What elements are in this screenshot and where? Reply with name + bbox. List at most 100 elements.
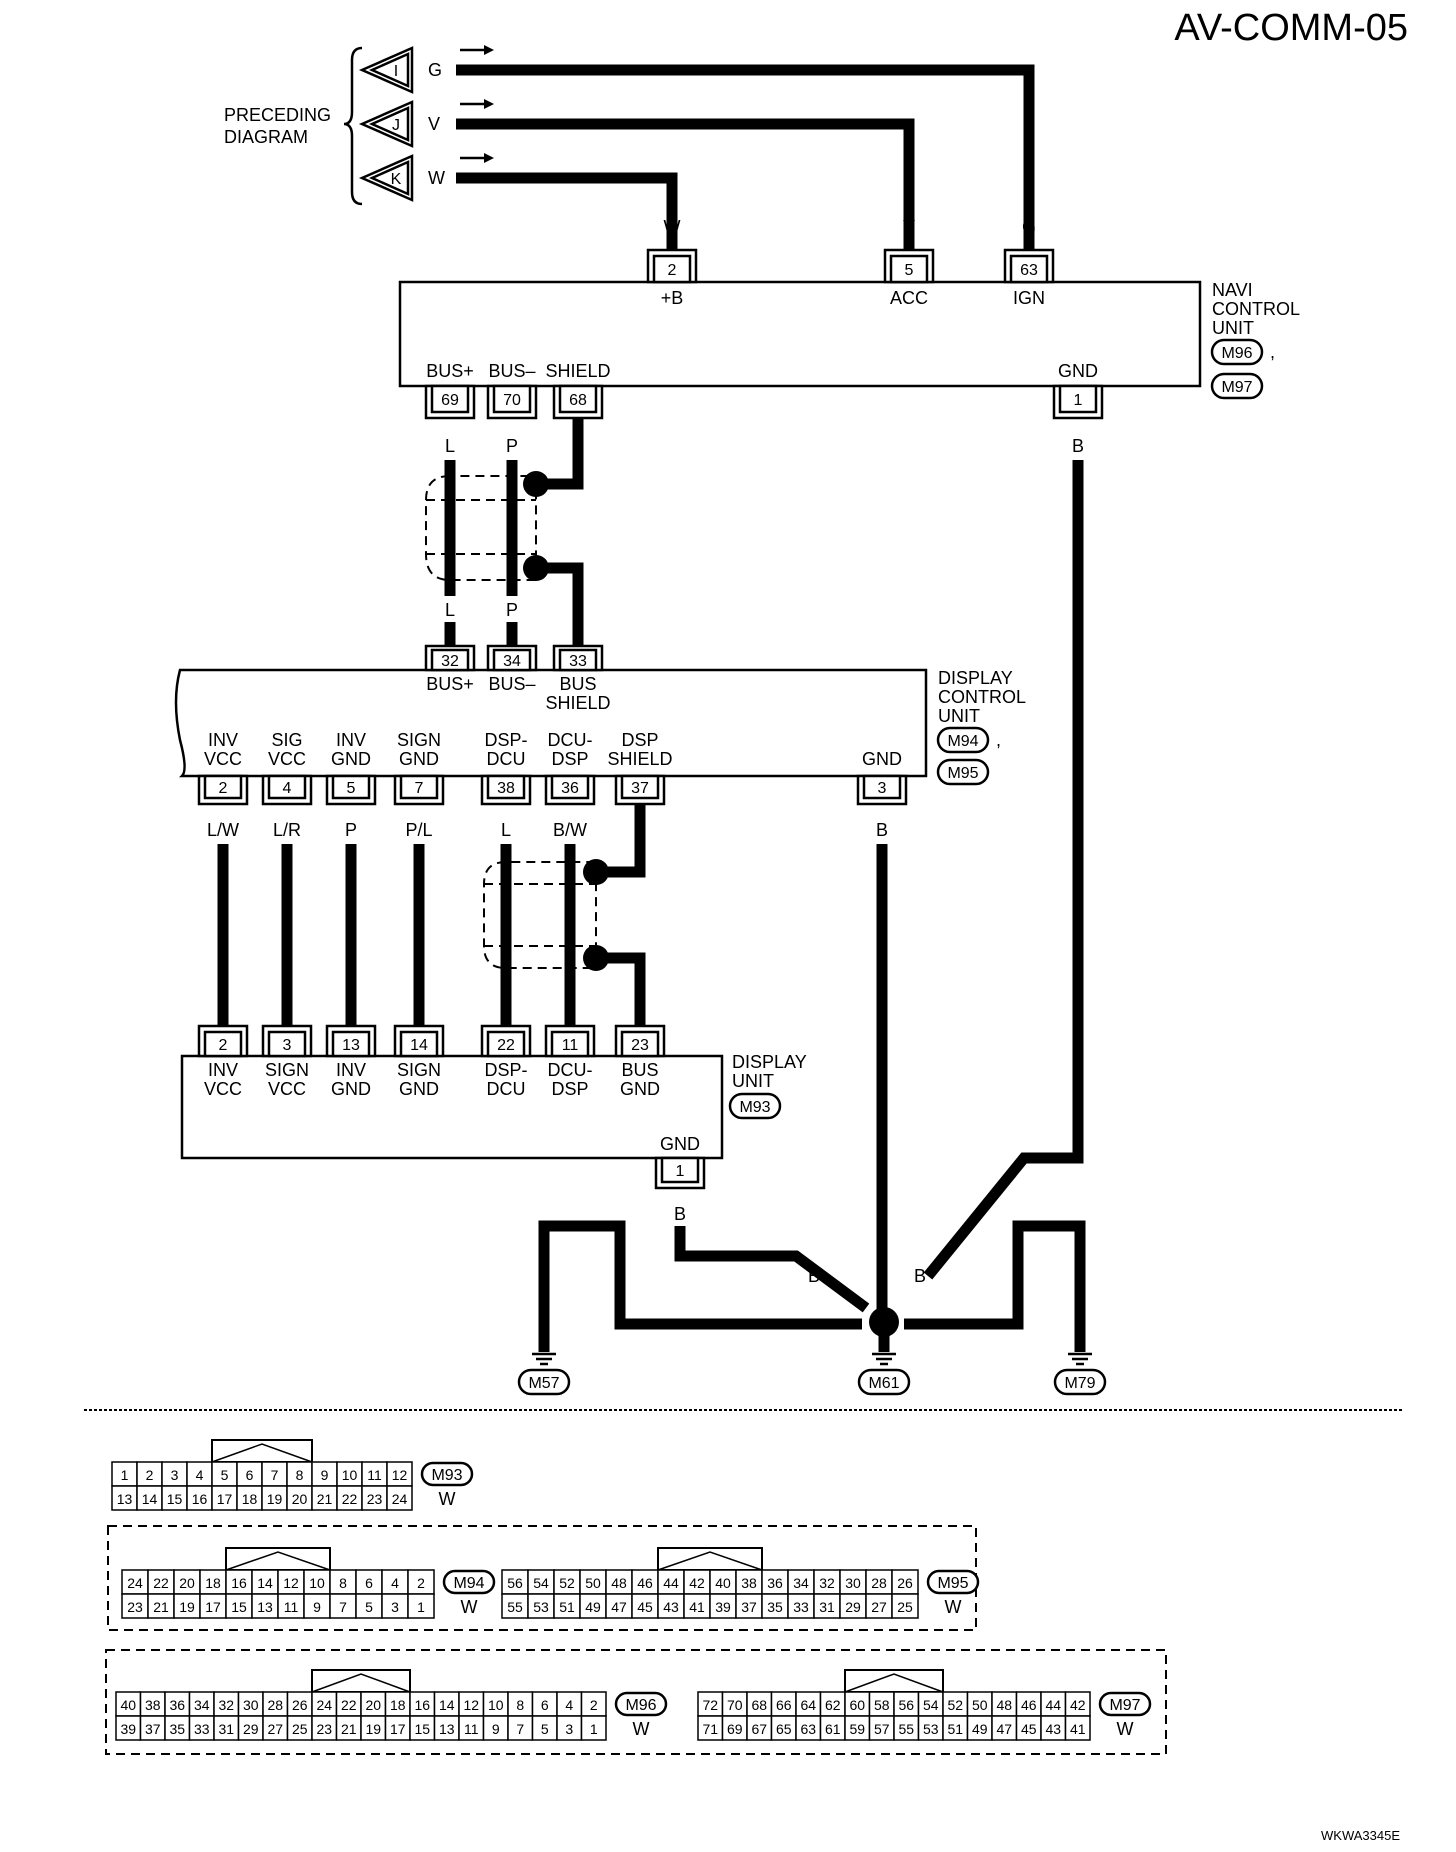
du-pin-2[interactable]: 2: [197, 1024, 249, 1058]
dcu-pin-34-name: BUS–: [488, 674, 535, 694]
connector-cavity: [631, 1569, 659, 1595]
connector-cavity-number: 4: [391, 1575, 399, 1591]
dcu-pin-37[interactable]: 37: [614, 774, 666, 806]
navi-name-line-3: UNIT: [1212, 318, 1254, 338]
connector-cavity: [277, 1593, 305, 1619]
navi-pin-63[interactable]: 63: [1003, 248, 1055, 284]
navi-pin-1[interactable]: 1: [1052, 384, 1104, 420]
connector-cavity-number: 9: [321, 1467, 329, 1483]
connector-cavity-number: 1: [417, 1599, 425, 1615]
ref-letter-j: J: [392, 117, 400, 134]
display-unit-box: [180, 1054, 724, 1160]
dcu-pin-3-num: 3: [878, 780, 887, 797]
navi-pin-2[interactable]: 2: [646, 248, 698, 284]
connector-tag-separator-dcu: ,: [996, 730, 1001, 750]
connector-cavity-number: 55: [898, 1721, 914, 1737]
du-pin-1[interactable]: 1: [654, 1156, 706, 1190]
wire-color-g: G: [1022, 217, 1036, 237]
navi-pin-69[interactable]: 69: [424, 384, 476, 420]
connector-tag-m95[interactable]: [936, 758, 990, 786]
ground-tag-m57[interactable]: [517, 1368, 571, 1396]
du-pin-13-name-1: INV: [336, 1060, 366, 1080]
dcu-pin-36-num: 36: [561, 780, 579, 797]
connector-cavity-number: 53: [923, 1721, 939, 1737]
du-pin-23[interactable]: 23: [614, 1024, 666, 1058]
connector-cavity: [225, 1593, 253, 1619]
ground-tag-m61[interactable]: [857, 1368, 911, 1396]
preceding-ref-j[interactable]: J V: [358, 100, 440, 148]
dcu-pin-32[interactable]: 32: [424, 644, 476, 672]
dcu-pin-2[interactable]: 2: [197, 774, 249, 806]
connector-cavity-number: 14: [142, 1491, 158, 1507]
preceding-ref-k[interactable]: K W: [358, 154, 445, 202]
connector-cavity: [386, 1461, 413, 1487]
connector-cavity-number: 28: [871, 1575, 887, 1591]
gnd-label-b-3: B: [808, 1266, 820, 1286]
connector-cavity-number: 12: [392, 1467, 408, 1483]
connector-cavity: [329, 1593, 357, 1619]
du-pin-3[interactable]: 3: [261, 1024, 313, 1058]
connector-cavity-number: 59: [849, 1721, 865, 1737]
connector-cavity: [213, 1715, 240, 1741]
dcu-pin-5[interactable]: 5: [325, 774, 377, 806]
figure-id: WKWA3345E: [1321, 1828, 1400, 1843]
connector-cavity-number: 2: [146, 1467, 154, 1483]
preceding-ref-i[interactable]: I G: [358, 46, 442, 94]
wire-color-lr: L/R: [273, 820, 301, 840]
navi-pin-68[interactable]: 68: [552, 384, 604, 420]
navi-unit-box: [398, 280, 1202, 388]
connector-tag-m93[interactable]: [728, 1092, 782, 1120]
connector-cavity-number: 24: [127, 1575, 143, 1591]
connector-cavity-number: 21: [317, 1491, 333, 1507]
connector-cavity-number: 7: [271, 1467, 279, 1483]
connector-cavity: [1064, 1691, 1091, 1717]
dcu-pin-3[interactable]: 3: [856, 774, 908, 806]
dcu-pin-36[interactable]: 36: [544, 774, 596, 806]
du-pin-22[interactable]: 22: [480, 1024, 532, 1058]
connector-cavity-number: 29: [243, 1721, 259, 1737]
dcu-pin-33[interactable]: 33: [552, 644, 604, 672]
navi-control-unit[interactable]: NAVI CONTROL UNIT M96 , M97 2 +B 5 ACC 6…: [398, 248, 1300, 420]
connector-cavity-number: 16: [192, 1491, 208, 1507]
navi-pin-5[interactable]: 5: [883, 248, 935, 284]
connector-tag-m97[interactable]: [1210, 372, 1264, 400]
du-pin-1-name: GND: [660, 1134, 700, 1154]
dcu-pin-4[interactable]: 4: [261, 774, 313, 806]
connector-cavity-number: 70: [727, 1697, 743, 1713]
du-pin-11[interactable]: 11: [544, 1024, 596, 1058]
dcu-pin-38[interactable]: 38: [480, 774, 532, 806]
connector-cavity: [579, 1593, 607, 1619]
display-unit[interactable]: DISPLAY UNIT M93 2 3 13 14 22 11: [180, 1024, 807, 1190]
connector-cavity-number: 11: [284, 1599, 299, 1615]
connector-cavity-number: 39: [120, 1721, 136, 1737]
connector-cavity-number: 15: [167, 1491, 183, 1507]
wire-color-lw: L/W: [207, 820, 239, 840]
dcu-pin-32-name: BUS+: [426, 674, 474, 694]
connector-cavity: [709, 1569, 737, 1595]
du-pin-14[interactable]: 14: [393, 1024, 445, 1058]
dcu-pin-7[interactable]: 7: [393, 774, 445, 806]
connector-tag-m96[interactable]: [1210, 338, 1264, 366]
display-control-unit[interactable]: DISPLAY CONTROL UNIT M94 , M95 32 34 33 …: [174, 644, 1026, 806]
connector-cavity-number: 55: [507, 1599, 523, 1615]
dcu-pin-34[interactable]: 34: [486, 644, 538, 672]
ground-tag-m79[interactable]: [1053, 1368, 1107, 1396]
connector-cavity-number: 47: [611, 1599, 627, 1615]
connector-cavity-number: 6: [246, 1467, 254, 1483]
connector-tag-separator: ,: [1270, 342, 1275, 362]
ref-arrow-i-inner: [368, 52, 410, 88]
connector-cavity-number: 17: [205, 1599, 221, 1615]
connector-tag-m94[interactable]: [936, 726, 990, 754]
connector-cavity-number: 21: [341, 1721, 357, 1737]
connector-cavity-number: 51: [947, 1721, 963, 1737]
du-pin-13[interactable]: 13: [325, 1024, 377, 1058]
connector-cavity-number: 65: [776, 1721, 792, 1737]
connector-cavity-number: 23: [127, 1599, 143, 1615]
navi-pin-70[interactable]: 70: [486, 384, 538, 420]
